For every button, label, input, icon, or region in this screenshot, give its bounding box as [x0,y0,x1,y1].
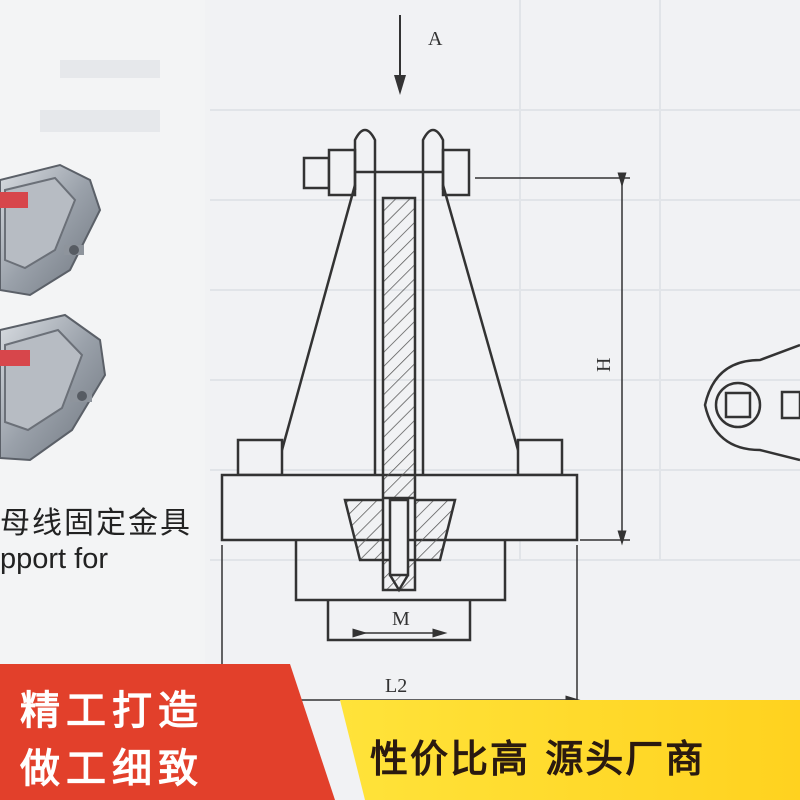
banner-yellow: 性价比高 源头厂商 [340,700,800,800]
banner-line-1: 精工打造 [20,688,204,734]
clamp-upper [0,163,102,297]
clamp-lower [0,313,107,462]
product-caption-en: pport for [0,543,108,575]
drawing-panel-background [205,0,800,800]
label-l2: L2 [385,675,407,697]
label-h: H [593,358,615,372]
label-a: A [428,28,443,50]
product-photo [0,163,107,462]
view-arrow-a: A [394,15,443,95]
banner-red: 精工打造 做工细致 [0,664,335,800]
banner-slogan: 性价比高 源头厂商 [370,737,706,781]
support-body [218,128,630,705]
product-caption-cn: 母线固定金具 [0,506,192,541]
banner-line-2: 做工细致 [20,746,204,792]
label-m: M [392,608,410,630]
side-view-fragment [703,343,800,462]
